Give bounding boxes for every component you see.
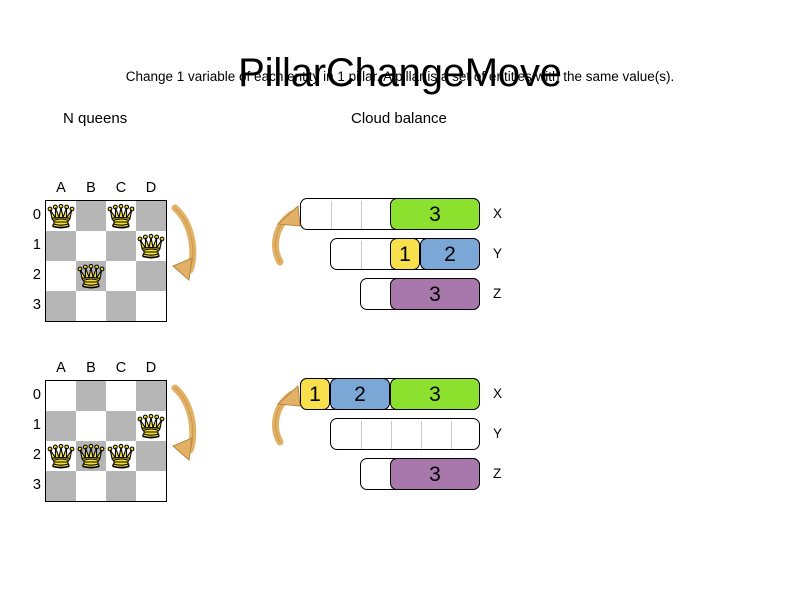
page-subtitle: Change 1 variable of each entity in 1 pi… (125, 69, 675, 84)
process-block-Y-2[interactable]: 2 (420, 238, 480, 270)
process-block-Z-3[interactable]: 3 (390, 458, 480, 490)
section-header-nqueens: N queens (63, 110, 128, 127)
board-column-label-D: D (145, 180, 157, 196)
board-cell-A1[interactable] (46, 231, 76, 261)
board-cell-B0[interactable] (76, 201, 106, 231)
board-cell-B2[interactable] (76, 261, 106, 291)
computer-label-Z: Z (493, 466, 502, 481)
board-cell-B1[interactable] (76, 231, 106, 261)
process-value-label: 1 (309, 382, 321, 406)
board-cell-C2[interactable] (106, 441, 136, 471)
computer-label-Y: Y (493, 426, 503, 441)
board-cell-C3[interactable] (106, 471, 136, 501)
board-cell-D2[interactable] (136, 441, 166, 471)
process-value-label: 3 (429, 202, 441, 226)
board-cell-C3[interactable] (106, 291, 136, 321)
board-cell-B1[interactable] (76, 411, 106, 441)
board-column-label-B: B (86, 360, 96, 376)
board-cell-C0[interactable] (106, 201, 136, 231)
board-cell-D3[interactable] (136, 471, 166, 501)
board-cell-A3[interactable] (46, 291, 76, 321)
board-column-label-C: C (115, 360, 127, 376)
process-value-label: 2 (444, 242, 456, 266)
board-cell-A1[interactable] (46, 411, 76, 441)
process-block-X-2[interactable]: 2 (330, 378, 390, 410)
capacity-divider (451, 421, 452, 449)
chessboard-after: A B C D 0 1 2 3 (33, 361, 167, 502)
computer-label-X: X (493, 386, 503, 401)
board-cell-D2[interactable] (136, 261, 166, 291)
board-row-label-3: 3 (32, 477, 41, 493)
board-row-label-3: 3 (32, 297, 41, 313)
board-cell-A2[interactable] (46, 441, 76, 471)
computer-capacity-bar-Y[interactable] (330, 418, 480, 450)
process-value-label: 2 (354, 382, 366, 406)
board-column-label-B: B (86, 180, 96, 196)
board-column-label-A: A (56, 360, 66, 376)
process-value-label: 3 (429, 382, 441, 406)
board-cell-C1[interactable] (106, 231, 136, 261)
capacity-divider (361, 201, 362, 229)
process-block-X-3[interactable]: 3 (390, 198, 480, 230)
board-cell-B0[interactable] (76, 381, 106, 411)
process-value-label: 3 (429, 282, 441, 306)
board-row-label-2: 2 (32, 447, 41, 463)
board-cell-D0[interactable] (136, 201, 166, 231)
capacity-divider (391, 421, 392, 449)
capacity-divider (361, 241, 362, 269)
process-block-X-3[interactable]: 3 (390, 378, 480, 410)
board-cell-C1[interactable] (106, 411, 136, 441)
board-row-label-0: 0 (32, 387, 41, 403)
cloud-move-arrow-bottom-icon (266, 376, 306, 461)
chessboard-before: A B C D 0 1 2 3 (33, 181, 167, 322)
board-cell-A0[interactable] (46, 201, 76, 231)
process-value-label: 3 (429, 462, 441, 486)
board-cell-B3[interactable] (76, 471, 106, 501)
computer-label-Z: Z (493, 286, 502, 301)
board-row-label-1: 1 (32, 417, 41, 433)
process-block-X-1[interactable]: 1 (300, 378, 330, 410)
board-row-label-0: 0 (32, 207, 41, 223)
chess-move-arrow-top-icon (163, 196, 203, 301)
board-cell-D1[interactable] (136, 411, 166, 441)
board-cell-D1[interactable] (136, 231, 166, 261)
board-cell-A0[interactable] (46, 381, 76, 411)
board-column-label-C: C (115, 180, 127, 196)
board-cell-B2[interactable] (76, 441, 106, 471)
board-cell-B3[interactable] (76, 291, 106, 321)
chessboard-grid[interactable]: A B C D 0 1 2 3 (33, 361, 167, 502)
process-value-label: 1 (399, 242, 411, 266)
chess-move-arrow-bottom-icon (163, 376, 203, 481)
computer-label-Y: Y (493, 246, 503, 261)
board-cell-C0[interactable] (106, 381, 136, 411)
process-block-Y-1[interactable]: 1 (390, 238, 420, 270)
board-column-label-A: A (56, 180, 66, 196)
board-cell-D3[interactable] (136, 291, 166, 321)
cloud-move-arrow-top-icon (266, 196, 306, 281)
capacity-divider (421, 421, 422, 449)
section-header-cloud-balance: Cloud balance (351, 110, 447, 127)
capacity-divider (361, 421, 362, 449)
process-block-Z-3[interactable]: 3 (390, 278, 480, 310)
board-row-label-1: 1 (32, 237, 41, 253)
board-cell-A3[interactable] (46, 471, 76, 501)
computer-label-X: X (493, 206, 503, 221)
page-title: PillarChangeMove (238, 50, 562, 95)
board-row-label-2: 2 (32, 267, 41, 283)
capacity-divider (331, 201, 332, 229)
board-cell-D0[interactable] (136, 381, 166, 411)
board-column-label-D: D (145, 360, 157, 376)
board-cell-A2[interactable] (46, 261, 76, 291)
board-cell-C2[interactable] (106, 261, 136, 291)
chessboard-grid[interactable]: A B C D 0 1 2 3 (33, 181, 167, 322)
